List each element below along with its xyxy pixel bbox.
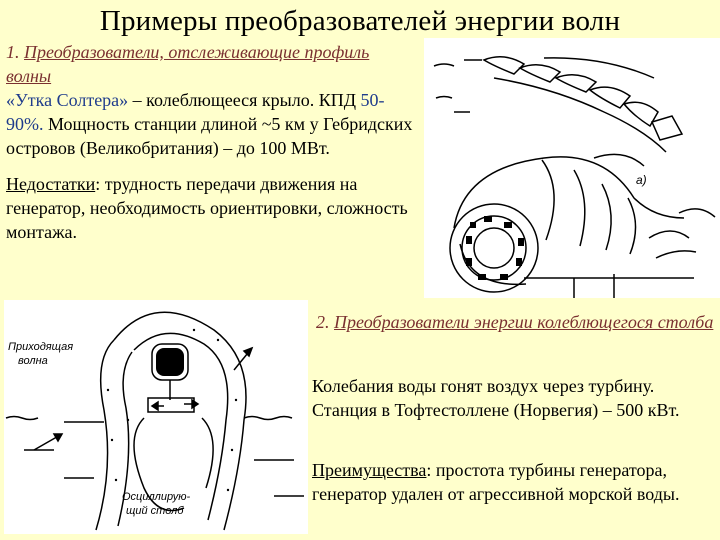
section1-text: 1. Преобразователи, отслеживающие профил… — [6, 40, 416, 244]
label-incoming-wave-1: Приходящая — [8, 341, 73, 353]
section1-heading: 1. Преобразователи, отслеживающие профил… — [6, 40, 416, 88]
section1-description: «Утка Солтера» – колеблющееся крыло. КПД… — [6, 88, 416, 160]
salter-duck-name: «Утка Солтера» — [6, 90, 129, 110]
slide-title: Примеры преобразователей энергии волн — [99, 5, 621, 37]
label-oscillating-column-2: щий столб — [126, 505, 184, 517]
salter-duck-desc: – колеблющееся крыло. КПД — [128, 90, 357, 110]
cons-label: Недостатки — [6, 174, 96, 194]
section2-heading-number: 2. — [316, 312, 334, 332]
section2-heading-text: Преобразователи энергии колеблющегося ст… — [334, 312, 714, 332]
salter-duck-drawing: а) — [433, 56, 716, 298]
pros-label: Преимущества — [312, 460, 427, 480]
section1-heading-text: Преобразователи, отслеживающие профиль в… — [6, 42, 370, 86]
kpd-value: 50-90%. — [6, 90, 385, 134]
oscillating-column-figure: Приходящая волна Осциллирую- щий столб — [4, 300, 308, 534]
section2-pros: Преимущества: простота турбины генератор… — [312, 458, 716, 506]
figure-label-a: а) — [636, 173, 647, 187]
section2-description: Колебания воды гонят воздух через турбин… — [312, 376, 680, 420]
pros-text: : простота турбины генератора, генератор… — [312, 460, 680, 504]
oscillating-column-drawing: Приходящая волна Осциллирую- щий столб — [5, 311, 304, 531]
label-oscillating-column-1: Осциллирую- — [122, 491, 191, 503]
section2-heading: 2. Преобразователи энергии колеблющегося… — [316, 310, 716, 334]
salter-duck-figure: а) — [424, 38, 720, 298]
section1-cons: Недостатки: трудность передачи движения … — [6, 172, 416, 244]
section1-heading-number: 1. — [6, 42, 24, 62]
label-incoming-wave-2: волна — [18, 355, 48, 367]
cons-text: : трудность передачи движения на генерат… — [6, 174, 408, 242]
station-power-desc: Мощность станции длиной ~5 км у Гебридск… — [6, 114, 413, 158]
